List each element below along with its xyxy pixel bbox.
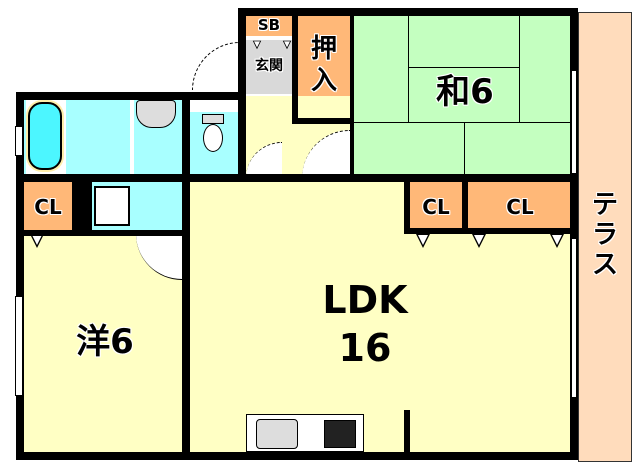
- wall: [18, 174, 578, 182]
- wall: [292, 118, 352, 124]
- wall: [16, 92, 240, 100]
- front-door-icon: [192, 42, 240, 90]
- wall: [292, 12, 298, 124]
- terrace-label: テラス: [591, 190, 618, 280]
- wall: [18, 452, 578, 460]
- window: [15, 296, 23, 396]
- wall: [238, 8, 578, 16]
- kitchen-sink-icon: [256, 419, 298, 449]
- terrace: [578, 12, 632, 462]
- window: [571, 238, 577, 398]
- closet-western-label: CL: [34, 195, 62, 219]
- washbasin-icon: [136, 100, 176, 128]
- wall: [404, 410, 410, 454]
- shoebox: [246, 14, 292, 36]
- wall: [404, 228, 574, 234]
- wall: [350, 12, 354, 178]
- ldk-size: 16: [338, 326, 392, 370]
- window: [571, 70, 577, 174]
- wall: [16, 92, 24, 460]
- wall: [570, 8, 578, 460]
- wall: [182, 92, 190, 452]
- closet-western: [24, 182, 72, 230]
- ldk-label: LDK: [322, 278, 408, 322]
- wall: [18, 230, 182, 236]
- bathtub-basin-icon: [28, 102, 62, 170]
- closet-door-icon: [30, 234, 44, 248]
- wall: [72, 180, 92, 232]
- japanese-room-label: 和6: [436, 72, 494, 112]
- shoebox-door-icon: [252, 40, 262, 50]
- western-room-label: 洋6: [76, 322, 134, 362]
- stove-icon: [324, 420, 356, 448]
- closet-door-icon: [472, 234, 486, 248]
- ldk-top-right: [190, 182, 408, 232]
- closet-ldk-left-label: CL: [422, 195, 450, 219]
- closet-door-icon: [550, 234, 564, 248]
- wall: [238, 8, 246, 100]
- closet-ldk-left: [410, 182, 462, 230]
- entrance-label: 玄関: [255, 58, 283, 74]
- wall: [404, 178, 410, 234]
- shoebox-door-icon: [282, 40, 292, 50]
- oshiire-label-top: 押: [310, 34, 337, 64]
- closet-ldk-right: [468, 182, 572, 230]
- wall: [462, 178, 468, 234]
- window: [15, 126, 23, 156]
- washing-machine-icon: [94, 186, 130, 226]
- toilet-bowl-icon: [203, 124, 223, 152]
- toilet-icon: [202, 114, 224, 124]
- oshiire-label-bottom: 入: [310, 66, 337, 96]
- japanese-room: [354, 12, 578, 178]
- closet-door-icon: [416, 234, 430, 248]
- closet-ldk-right-label: CL: [506, 195, 534, 219]
- wall: [238, 96, 246, 178]
- shoebox-label: SB: [257, 16, 281, 34]
